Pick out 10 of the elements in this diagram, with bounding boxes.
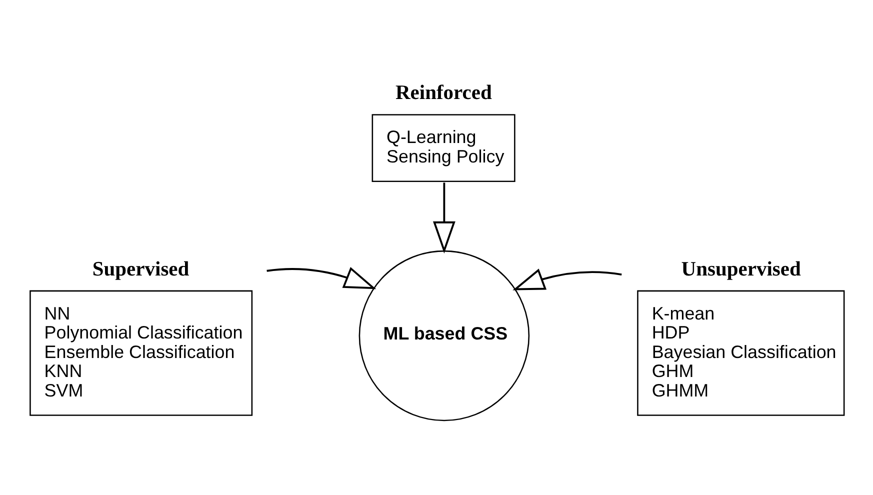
node-label: Unsupervised [681, 258, 801, 280]
arrow [432, 182, 456, 253]
arrow [266, 266, 376, 289]
node-box: K-mean HDP Bayesian Classification GHM GHMM [637, 290, 845, 416]
node-circle: ML based CSS [358, 250, 530, 421]
node-box: NN Polynomial Classification Ensemble Classification KNN SVM [30, 290, 253, 416]
node-label: Reinforced [395, 82, 492, 104]
node-label: Supervised [92, 258, 190, 280]
node-box: Q-Learning Sensing Policy [372, 114, 516, 182]
arrow [512, 268, 622, 290]
